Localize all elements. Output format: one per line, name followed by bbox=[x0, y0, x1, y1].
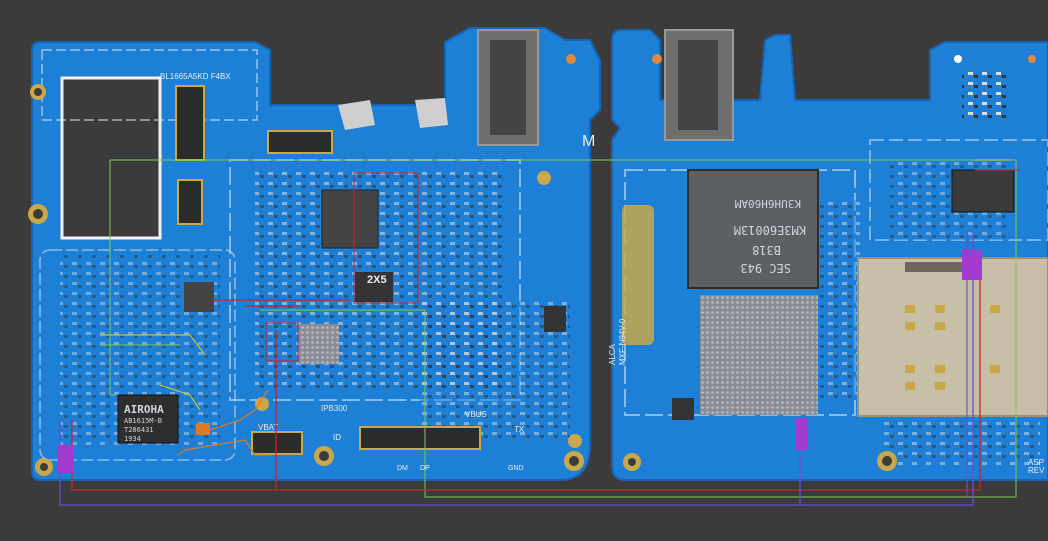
gnd-label: GND bbox=[508, 465, 524, 472]
mem-chip-line4: SEC 943 bbox=[740, 261, 791, 275]
id-label: ID bbox=[333, 433, 341, 442]
airoha-chip-line3: 1934 bbox=[124, 435, 141, 443]
edge-label-1: ASP bbox=[1028, 458, 1044, 467]
vbat-label: VBAT bbox=[258, 423, 278, 432]
edge-label-2: REV bbox=[1028, 466, 1045, 475]
mem-chip-line1: K3UH6H60AM bbox=[734, 197, 801, 210]
small-chip-label: 2X5 bbox=[367, 274, 387, 286]
letter-m: M bbox=[582, 133, 595, 150]
mem-chip-line2: KM3E60013M bbox=[734, 223, 806, 237]
vbus-label: VBUS bbox=[465, 410, 487, 419]
pcb-label-1: ALCA bbox=[608, 343, 617, 365]
pcb-label-2: MXF-N94V-0 bbox=[618, 318, 627, 365]
board-top-label: BL1665A5KD F4BX bbox=[160, 72, 231, 81]
test-pads bbox=[58, 250, 982, 473]
tx-label: TX bbox=[514, 425, 525, 434]
dm-label: DM bbox=[397, 465, 408, 472]
mem-chip-line3: B318 bbox=[752, 243, 781, 257]
left-board: AIROHA AB1615M-B T286431 1934 2X5 BL1665… bbox=[28, 27, 601, 481]
right-board: K3UH6H60AM KM3E60013M B318 SEC 943 ALCA … bbox=[608, 29, 1048, 481]
airoha-chip-line2: T286431 bbox=[124, 426, 154, 434]
airoha-chip-line1: AB1615M-B bbox=[124, 417, 162, 425]
ipb-label: IPB300 bbox=[321, 404, 348, 413]
airoha-chip-name: AIROHA bbox=[124, 403, 164, 416]
